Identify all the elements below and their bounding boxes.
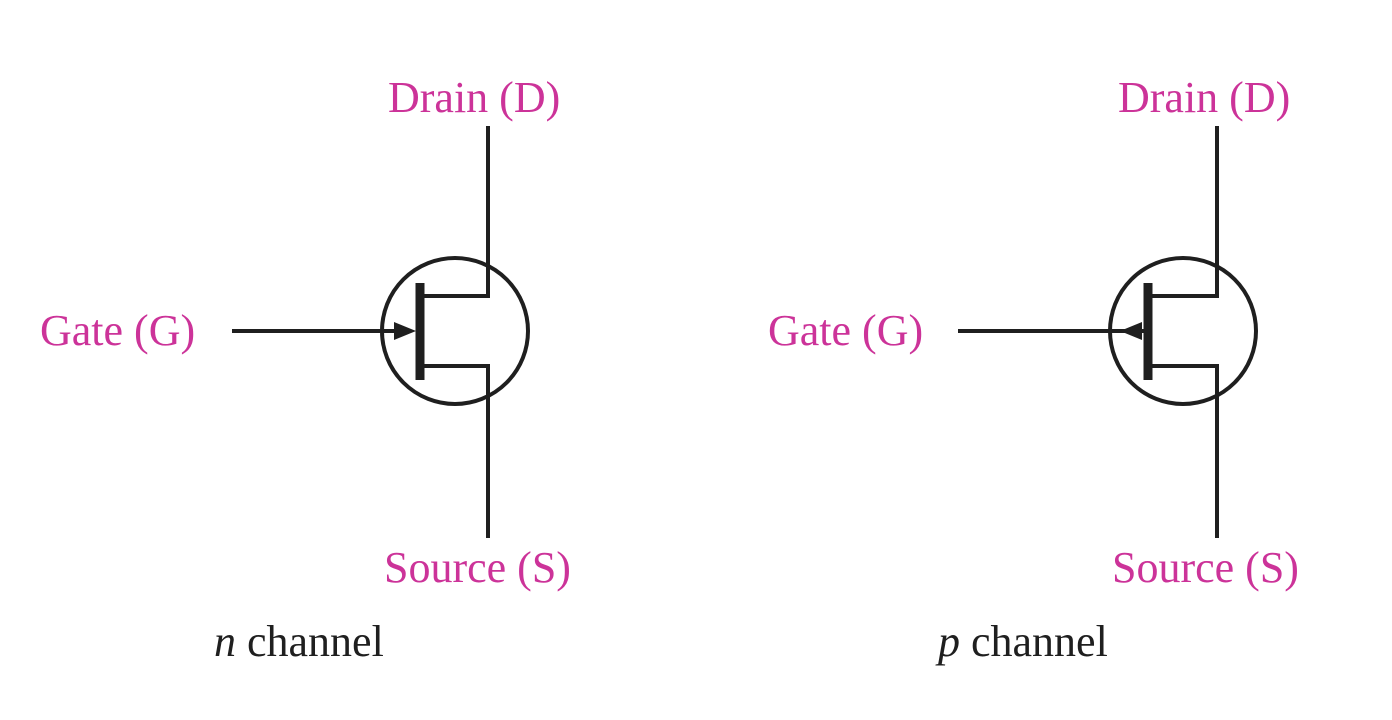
- p-channel-caption-text: channel: [960, 617, 1108, 666]
- n-channel-source-label: Source (S): [384, 543, 571, 592]
- n-channel-drain-lead: [422, 126, 490, 298]
- p-channel-source-lead: [1150, 364, 1219, 538]
- p-channel-gate-arrow-icon: [1120, 322, 1142, 340]
- n-channel-drain-label: Drain (D): [388, 73, 561, 122]
- p-channel-drain-label: Drain (D): [1118, 73, 1291, 122]
- n-channel-jfet-symbol: [232, 126, 530, 538]
- n-channel-caption-text: channel: [236, 617, 384, 666]
- n-channel-gate-label: Gate (G): [40, 306, 196, 355]
- n-channel-caption: n channel: [214, 620, 384, 664]
- p-channel-caption-letter: p: [938, 617, 960, 666]
- n-channel-gate-arrow-icon: [394, 322, 416, 340]
- p-channel-source-label: Source (S): [1112, 543, 1299, 592]
- p-channel-drain-lead: [1150, 126, 1219, 298]
- p-channel-caption: p channel: [938, 620, 1108, 664]
- n-channel-caption-letter: n: [214, 617, 236, 666]
- p-channel-gate-label: Gate (G): [768, 306, 924, 355]
- n-channel-source-lead: [422, 364, 490, 538]
- p-channel-jfet-symbol: [958, 126, 1258, 538]
